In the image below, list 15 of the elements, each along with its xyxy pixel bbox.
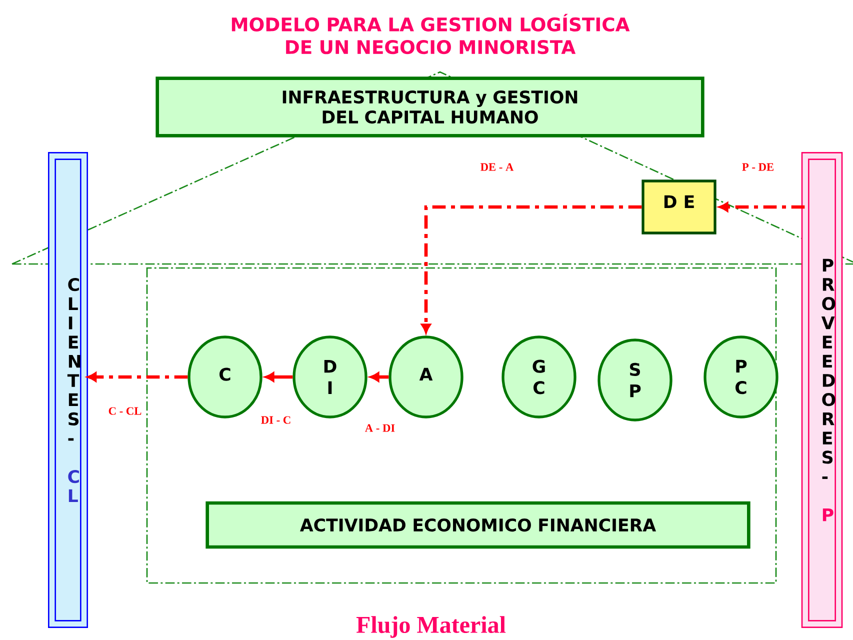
edge-label: C - CL: [106, 406, 144, 416]
edge-label: DE - A: [478, 162, 516, 172]
arrow: [87, 372, 188, 382]
arrow: [718, 202, 805, 212]
arrow: [421, 205, 642, 334]
arrow: [370, 372, 389, 382]
edge-label: P - DE: [740, 162, 776, 172]
title: MODELO PARA LA GESTION LOGÍSTICA DE UN NEGOCIO MINORISTA: [232, 14, 630, 54]
arrow: [264, 372, 293, 382]
label-box: INFRAESTRUCTURA y GESTION DEL CAPITAL HUMANO: [156, 76, 704, 138]
process-box: D E: [642, 180, 716, 234]
edge-label: A - DI: [364, 422, 396, 434]
label-box: ACTIVIDAD ECONOMICO FINANCIERA: [206, 501, 750, 549]
caption: Flujo Material: [356, 616, 506, 638]
edge-label: DI - C: [260, 414, 292, 426]
